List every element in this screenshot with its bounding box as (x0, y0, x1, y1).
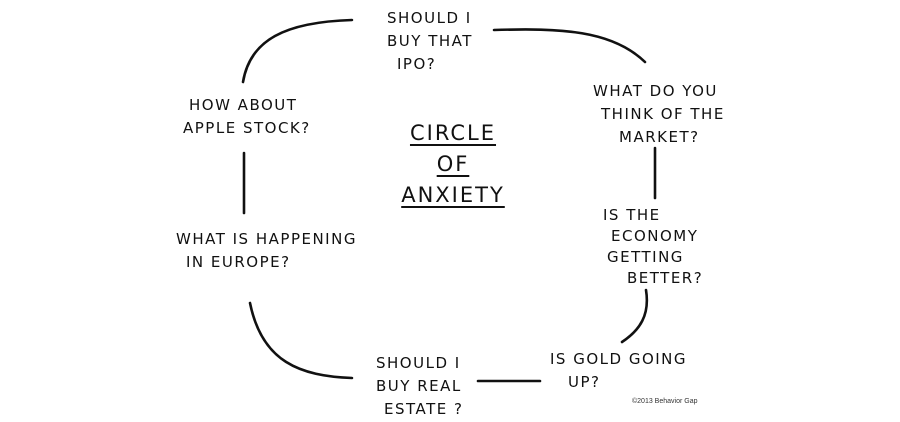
node-real-estate-line: BUY REAL (376, 377, 462, 395)
node-apple-line: HOW ABOUT (189, 96, 298, 114)
node-market-line: WHAT DO YOU (593, 82, 718, 100)
node-economy: IS THE ECONOMY GETTING BETTER? (603, 205, 703, 289)
node-europe-line: IN EUROPE? (186, 253, 291, 271)
node-europe-line: WHAT IS HAPPENING (176, 230, 357, 248)
connector-realestate-to-europe (248, 301, 354, 380)
node-gold-line: UP? (568, 373, 601, 391)
connector-ipo-to-market (492, 28, 647, 64)
node-apple-line: APPLE STOCK? (183, 119, 311, 137)
node-real-estate-line: ESTATE ? (384, 400, 464, 418)
node-ipo-line: SHOULD I (387, 9, 472, 27)
node-ipo: SHOULD I BUY THAT IPO? (387, 7, 473, 76)
node-gold: IS GOLD GOING UP? (550, 348, 687, 394)
node-ipo-line: BUY THAT (387, 32, 473, 50)
node-market-line: MARKET? (619, 128, 700, 146)
diagram-title: CIRCLE OF ANXIETY (388, 118, 518, 211)
node-europe: WHAT IS HAPPENING IN EUROPE? (176, 228, 357, 274)
node-real-estate: SHOULD I BUY REAL ESTATE ? (376, 352, 463, 421)
node-real-estate-line: SHOULD I (376, 354, 461, 372)
connector-apple-to-ipo (241, 18, 354, 84)
node-ipo-line: IPO? (397, 55, 437, 73)
node-market-line: THINK OF THE (601, 105, 725, 123)
node-apple: HOW ABOUT APPLE STOCK? (183, 94, 311, 140)
node-economy-line: GETTING (607, 248, 684, 266)
copyright-credit: ©2013 Behavior Gap (632, 398, 698, 405)
title-line: ANXIETY (401, 183, 505, 207)
connector-economy-to-gold (620, 288, 649, 344)
node-economy-line: ECONOMY (611, 227, 699, 245)
node-economy-line: IS THE (603, 206, 661, 224)
node-economy-line: BETTER? (627, 269, 704, 287)
title-line: OF (436, 152, 470, 176)
title-line: CIRCLE (409, 121, 497, 145)
node-market: WHAT DO YOU THINK OF THE MARKET? (593, 80, 725, 149)
node-gold-line: IS GOLD GOING (550, 350, 688, 368)
